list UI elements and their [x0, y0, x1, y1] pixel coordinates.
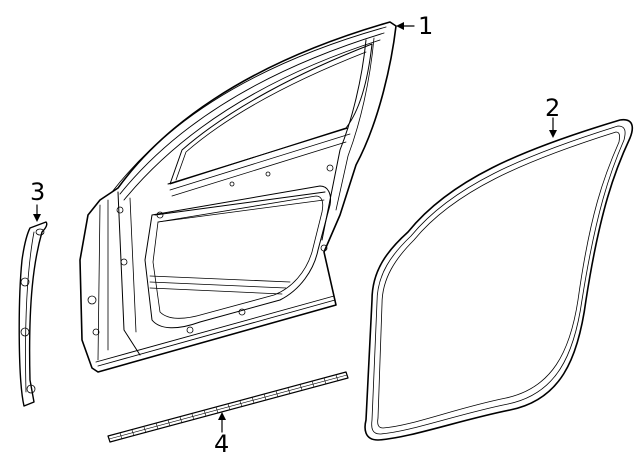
callout-1: 1	[418, 12, 434, 40]
weatherstrip-seal-part	[364, 118, 634, 441]
callout-2: 2	[545, 94, 561, 122]
door-shell-part	[79, 21, 397, 373]
callout-4: 4	[214, 430, 230, 458]
edge-trim-part	[18, 221, 48, 407]
callout-arrows	[33, 22, 557, 433]
callout-3: 3	[30, 178, 46, 206]
sill-seal-part	[107, 371, 349, 443]
